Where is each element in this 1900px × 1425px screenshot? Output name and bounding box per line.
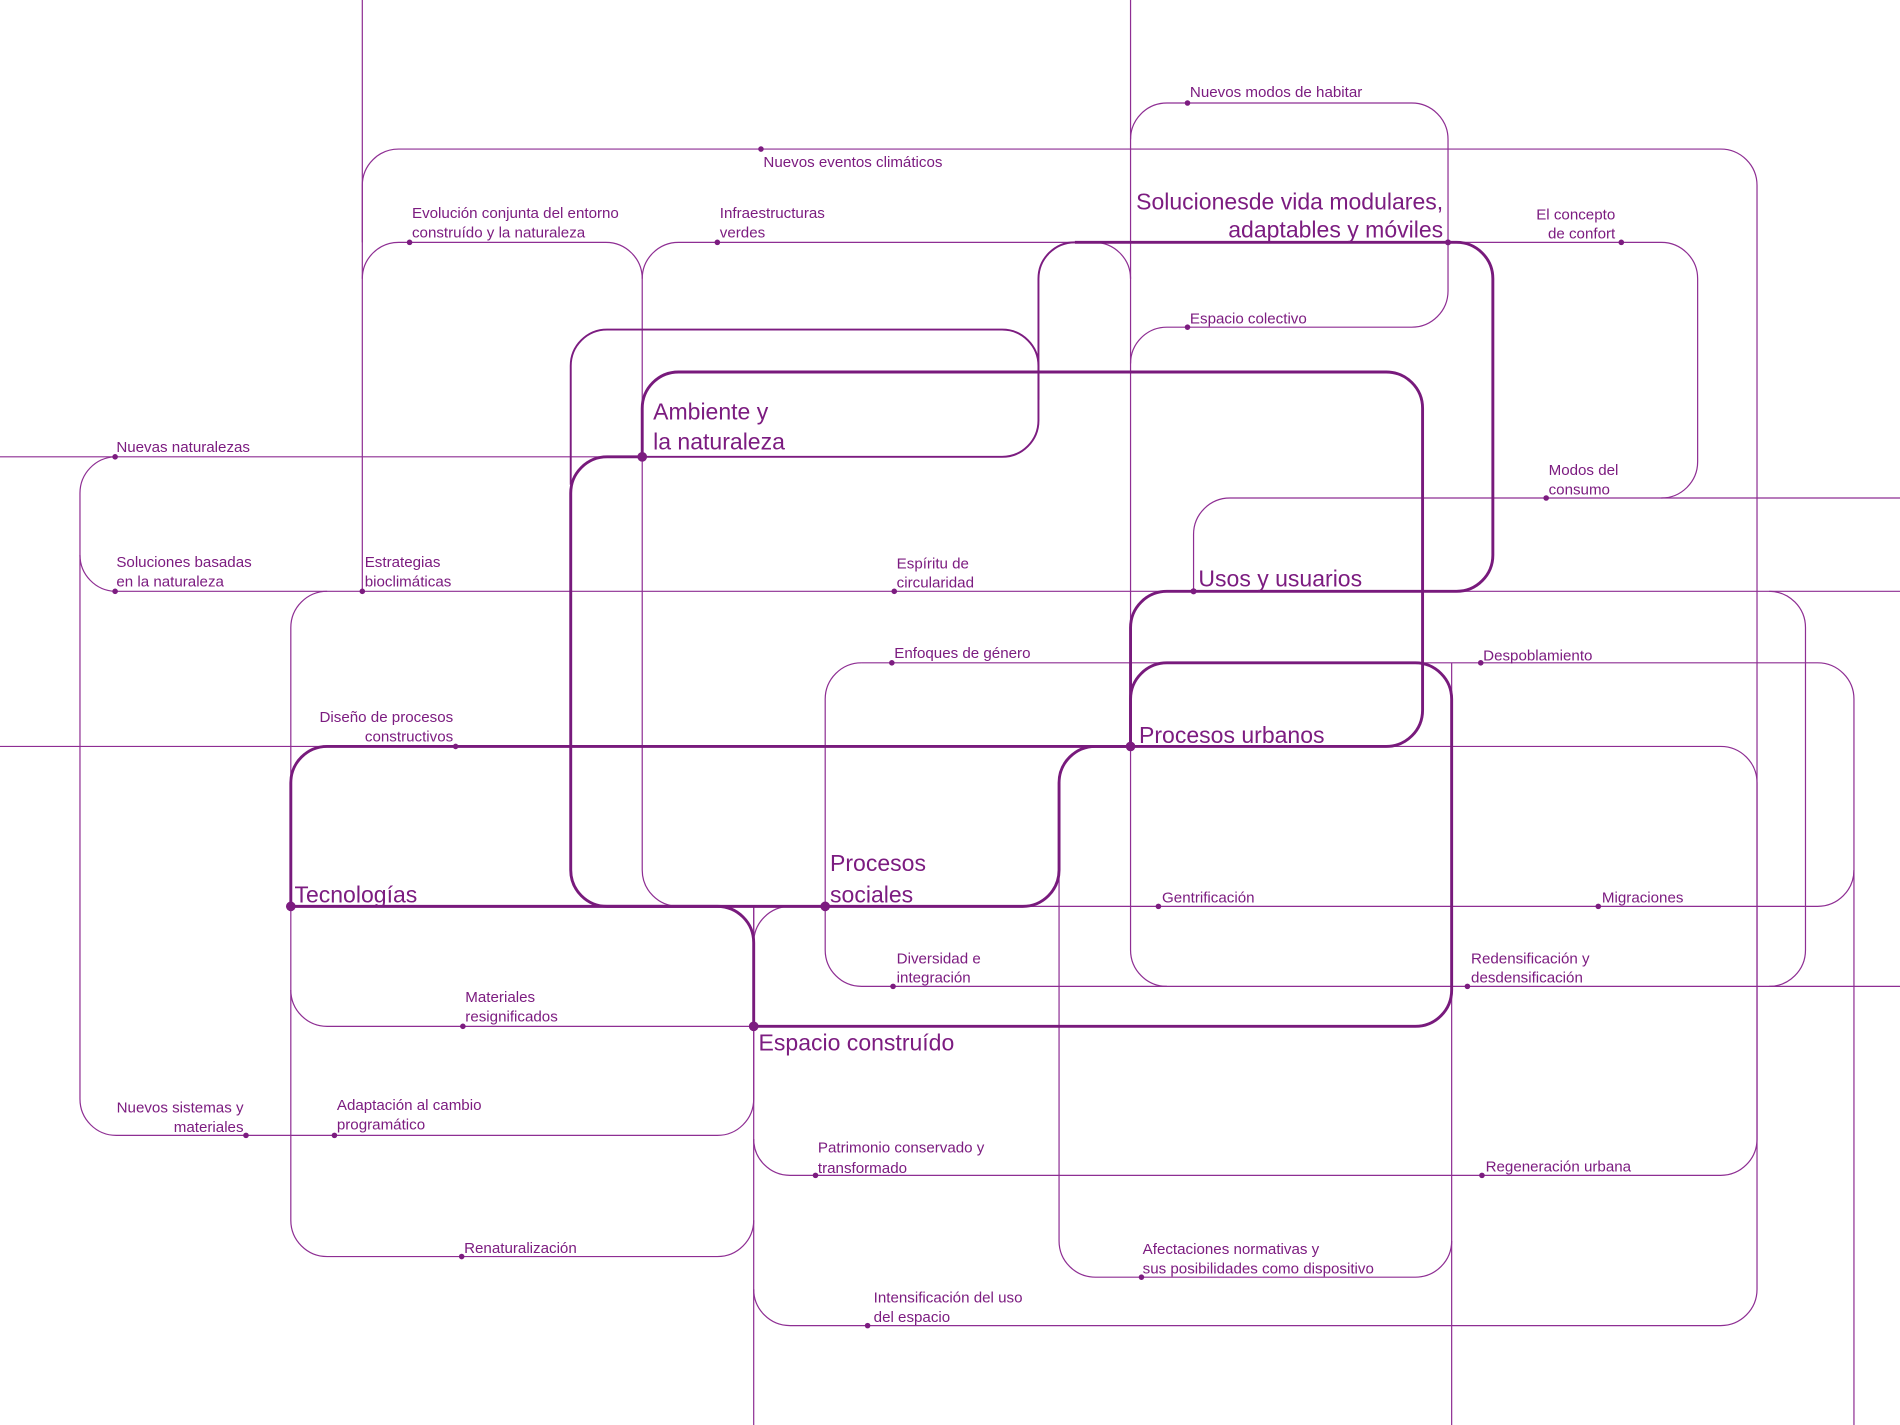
main-node[interactable]	[637, 451, 648, 462]
node[interactable]	[112, 588, 118, 595]
label-nuevos-modos[interactable]: Nuevos modos de habitar	[1190, 84, 1362, 101]
node[interactable]	[1444, 239, 1452, 246]
connector	[1769, 590, 1807, 987]
node[interactable]	[889, 660, 895, 666]
node[interactable]	[112, 454, 118, 460]
label-regeneracion[interactable]: Regeneración urbana	[1486, 1159, 1632, 1176]
node[interactable]	[1184, 100, 1191, 106]
node[interactable]	[714, 239, 721, 246]
node[interactable]	[452, 743, 459, 750]
node[interactable]	[1155, 903, 1162, 910]
label-espacio-colectivo[interactable]: Espacio colectivo	[1190, 311, 1307, 328]
label-enfoques[interactable]: Enfoques de género	[894, 645, 1030, 662]
node[interactable]	[331, 1132, 338, 1139]
node[interactable]	[1595, 903, 1602, 910]
label-renaturalizacion[interactable]: Renaturalización	[464, 1240, 577, 1257]
connector	[1129, 102, 1449, 364]
connector	[290, 590, 755, 1258]
node[interactable]	[1464, 983, 1471, 990]
sub-labels: Nuevos modos de habitar Nuevos eventos c…	[116, 84, 1684, 1326]
node[interactable]	[1479, 1172, 1485, 1179]
connector	[641, 241, 1132, 279]
connector	[1058, 782, 1453, 1278]
node[interactable]	[406, 239, 413, 246]
main-node[interactable]	[1125, 741, 1136, 752]
node[interactable]	[1138, 1274, 1145, 1280]
main-connectors	[289, 240, 1495, 1028]
connector	[569, 455, 826, 908]
connector	[1074, 240, 1495, 747]
main-node[interactable]	[285, 901, 296, 912]
main-node[interactable]	[748, 1021, 759, 1032]
connector	[1129, 0, 1900, 987]
main-node[interactable]	[820, 901, 831, 912]
node-label-espacio-construido[interactable]: Espacio construído	[759, 1030, 955, 1056]
node-label-usos[interactable]: Usos y usuarios	[1198, 565, 1362, 591]
connector	[290, 904, 756, 1027]
connector	[825, 744, 1131, 908]
connector	[1037, 241, 1075, 400]
label-nuevas-naturalezas[interactable]: Nuevas naturalezas	[116, 439, 250, 456]
node[interactable]	[1190, 588, 1197, 595]
node[interactable]	[243, 1132, 249, 1139]
node[interactable]	[758, 146, 764, 152]
node[interactable]	[1618, 239, 1625, 246]
connector	[289, 744, 1131, 907]
label-despoblamiento[interactable]: Despoblamiento	[1483, 647, 1592, 664]
node[interactable]	[1184, 324, 1191, 330]
node[interactable]	[890, 983, 896, 990]
node[interactable]	[1543, 495, 1549, 501]
node[interactable]	[359, 588, 366, 595]
label-nuevos-eventos[interactable]: Nuevos eventos climáticos	[763, 154, 942, 171]
node[interactable]	[460, 1023, 466, 1030]
connector	[753, 661, 1454, 1028]
node-label-tecnologias[interactable]: Tecnologías	[294, 882, 417, 908]
node-label-procesos-urbanos[interactable]: Procesos urbanos	[1139, 722, 1325, 748]
label-gentrificacion[interactable]: Gentrificación	[1162, 890, 1254, 907]
connector	[824, 662, 1167, 987]
connector	[1192, 241, 1699, 592]
connector	[290, 989, 754, 1027]
connector	[79, 554, 755, 1137]
node[interactable]	[891, 588, 898, 595]
connector	[569, 328, 1040, 485]
connector	[361, 241, 679, 907]
node-label-soluciones-vida[interactable]: Solucionesde vida modulares,adaptables y…	[1136, 189, 1443, 243]
node[interactable]	[1477, 660, 1484, 666]
nodes	[112, 100, 1625, 1329]
connector	[0, 745, 1758, 1140]
label-migraciones[interactable]: Migraciones	[1602, 890, 1684, 907]
connector	[640, 370, 1425, 748]
connector	[361, 148, 1758, 1176]
node[interactable]	[812, 1172, 819, 1179]
connector	[79, 456, 116, 592]
node[interactable]	[864, 1322, 871, 1329]
connector	[753, 662, 1855, 943]
connector	[753, 1139, 1758, 1327]
node[interactable]	[458, 1253, 465, 1260]
